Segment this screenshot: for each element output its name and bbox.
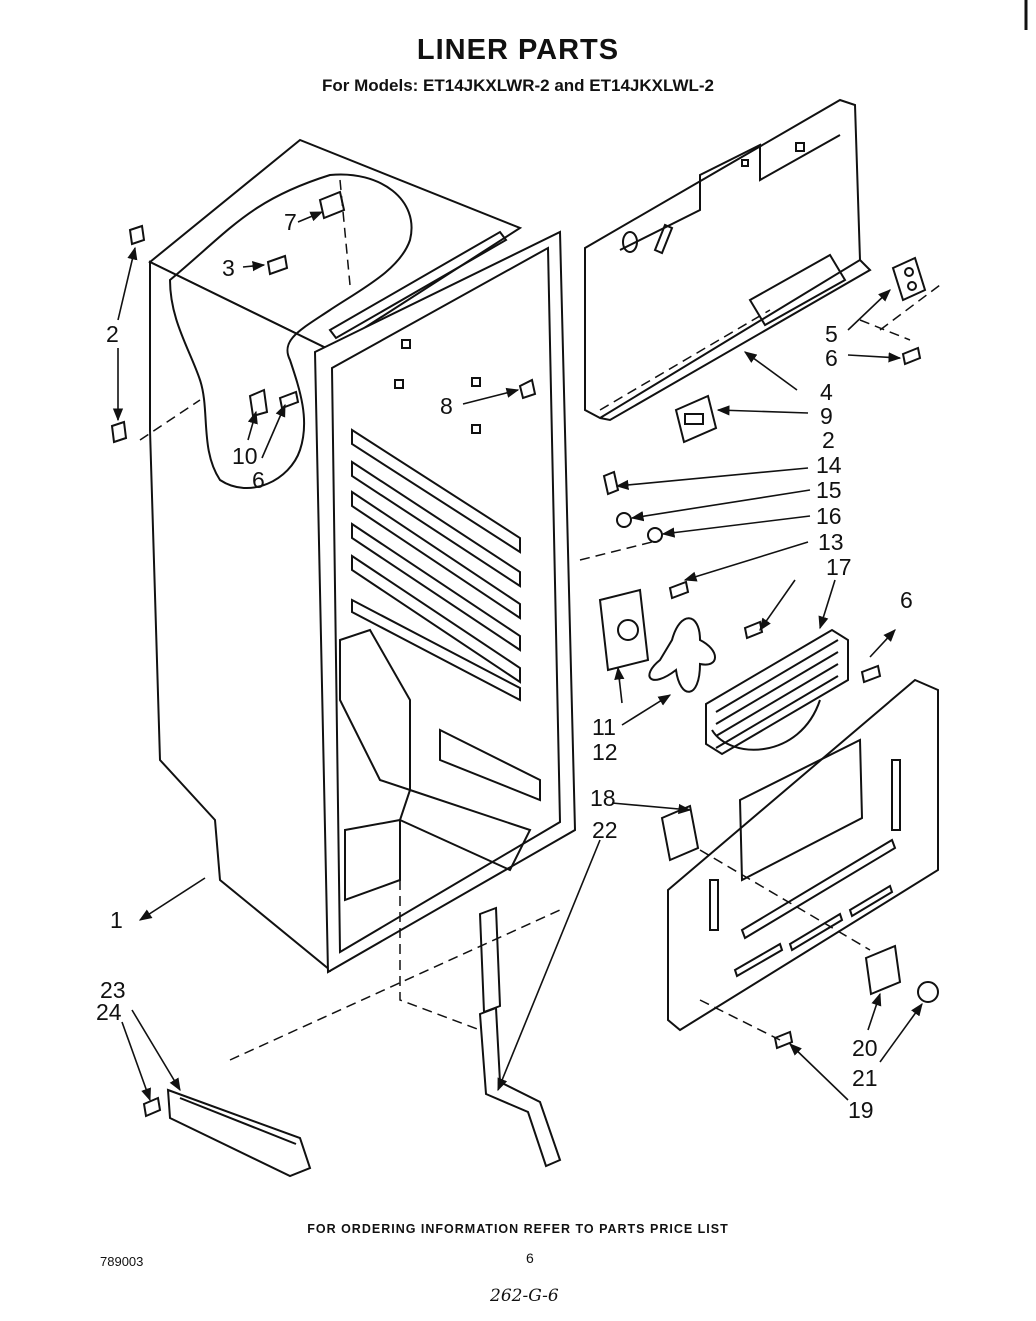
fan-shroud <box>705 628 849 756</box>
bottom-rail <box>166 1088 312 1178</box>
callout-23: 23 <box>100 977 126 1003</box>
callout-1: 1 <box>110 907 123 933</box>
callout-6-left: 6 <box>252 467 265 493</box>
assembly-lines <box>139 179 941 1061</box>
callout-16: 16 <box>816 503 842 529</box>
callout-7: 7 <box>284 209 297 235</box>
ordering-note: FOR ORDERING INFORMATION REFER TO PARTS … <box>307 1222 729 1236</box>
callout-24: 24 <box>96 999 122 1025</box>
callout-2-right: 2 <box>822 427 835 453</box>
callout-6-top: 6 <box>825 345 838 371</box>
liner-cabinet <box>148 138 577 974</box>
callout-10: 10 <box>232 443 258 469</box>
callout-20: 20 <box>852 1035 878 1061</box>
callout-17: 17 <box>826 554 852 580</box>
small-cover-plate <box>674 394 718 444</box>
rear-panel <box>584 98 872 422</box>
callout-18: 18 <box>590 785 616 811</box>
callout-9: 9 <box>820 403 833 429</box>
fan-motor-assembly <box>598 588 716 693</box>
callout-13: 13 <box>818 529 844 555</box>
models-subtitle: For Models: ET14JKXLWR-2 and ET14JKXLWL-… <box>321 76 714 95</box>
callout-22: 22 <box>592 817 618 843</box>
callout-8: 8 <box>440 393 453 419</box>
callout-5: 5 <box>825 321 838 347</box>
evaporator-cover <box>660 678 939 1032</box>
hardware-group <box>110 190 922 1118</box>
callout-6-right: 6 <box>900 587 913 613</box>
callout-11: 11 <box>592 714 616 740</box>
page-title: LINER PARTS <box>416 34 620 66</box>
callout-4: 4 <box>820 379 833 405</box>
document-number: 789003 <box>100 1254 144 1269</box>
callout-labels: 1 2 2 3 4 5 6 6 6 7 8 9 10 11 12 13 14 1… <box>96 209 913 1123</box>
callout-19: 19 <box>848 1097 874 1123</box>
callout-3: 3 <box>222 255 235 281</box>
hinge-bracket <box>891 256 927 302</box>
callout-12: 12 <box>592 739 618 765</box>
cover-plate-slot <box>684 413 704 425</box>
callout-2-left: 2 <box>106 321 119 347</box>
divider-trim <box>478 906 562 1168</box>
page-number: 6 <box>526 1250 534 1266</box>
control-bracket <box>864 944 939 1003</box>
callout-15: 15 <box>816 477 842 503</box>
callout-21: 21 <box>852 1065 878 1091</box>
handwritten-note: 262-G-6 <box>490 1286 559 1306</box>
callout-leaders <box>112 211 923 1102</box>
callout-14: 14 <box>816 452 842 478</box>
